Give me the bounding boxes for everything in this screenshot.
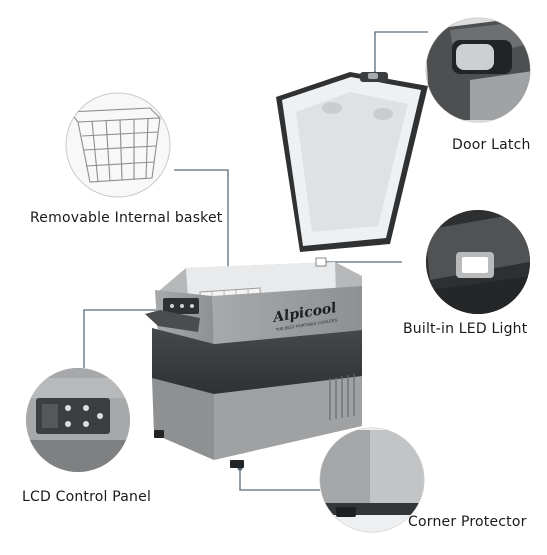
- basket-detail: [65, 92, 171, 198]
- led-light-detail: [426, 210, 530, 314]
- basket-label: Removable Internal basket: [30, 210, 223, 226]
- lcd-panel-detail: [26, 368, 130, 472]
- corner-protector-label: Corner Protector: [408, 514, 527, 530]
- door-latch-label: Door Latch: [452, 137, 531, 153]
- corner-protector-detail: [319, 427, 425, 533]
- cooler-lid: [276, 72, 428, 252]
- led-light-label: Built-in LED Light: [403, 321, 528, 337]
- vent-grille: [329, 374, 355, 420]
- cooler-body: [145, 72, 428, 468]
- door-latch-detail: [425, 17, 531, 123]
- callout-lines: [83, 31, 428, 491]
- lcd-panel-label: LCD Control Panel: [22, 489, 152, 505]
